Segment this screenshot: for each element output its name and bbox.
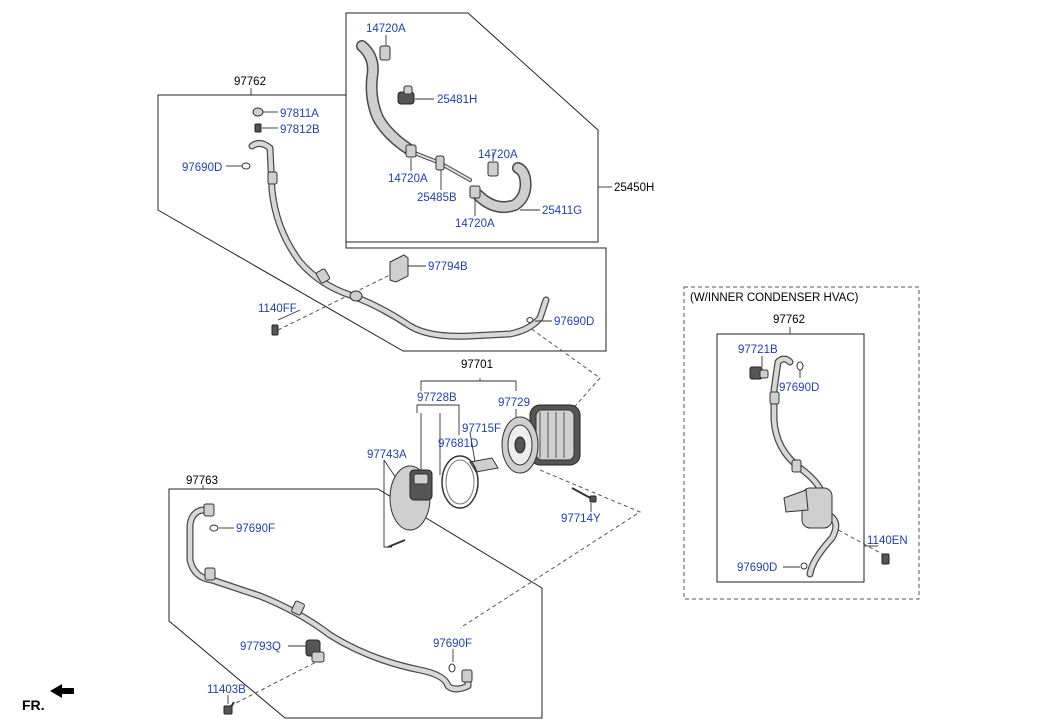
- clamp-14720a: [487, 161, 499, 177]
- label-14720a: 14720A: [388, 173, 428, 185]
- label-97721b: 97721B: [738, 344, 778, 356]
- label-14720a: 14720A: [455, 218, 495, 230]
- label-inner-condenser-title: (W/INNER CONDENSER HVAC): [690, 292, 859, 304]
- centerline: [525, 324, 601, 413]
- label-97762-right: 97762: [773, 314, 805, 326]
- label-97728b: 97728B: [417, 392, 457, 404]
- bolt-11403b: [223, 701, 235, 715]
- o-ring-97690d: [526, 317, 534, 323]
- pipe-97762-inner: [749, 355, 890, 578]
- label-25411g: 25411G: [542, 205, 582, 217]
- clamp-14720a: [469, 185, 481, 199]
- label-97690f: 97690F: [433, 638, 472, 650]
- label-97793q: 97793Q: [240, 641, 281, 653]
- label-97729: 97729: [498, 397, 530, 409]
- label-97715f: 97715F: [462, 423, 501, 435]
- sensor-97721b: [749, 366, 769, 380]
- label-97690d: 97690D: [779, 382, 819, 394]
- label-1140ff: 1140FF: [258, 303, 297, 315]
- leader: [383, 459, 397, 479]
- cover-97681d: [441, 455, 479, 509]
- label-97690d: 97690D: [182, 162, 222, 174]
- valve-core-97812b: [254, 123, 262, 133]
- label-97812b: 97812B: [280, 124, 320, 136]
- label-1140en: 1140EN: [867, 535, 908, 547]
- pipe-97763: [186, 503, 473, 693]
- receiver-drier: [783, 487, 833, 529]
- label-14720a: 14720A: [366, 23, 406, 35]
- bolt-97743a: [387, 539, 406, 548]
- label-14720a: 14720A: [478, 149, 518, 161]
- clamp-14720a: [405, 144, 417, 158]
- bracket-97794b: [389, 254, 409, 283]
- cap-97811a: [252, 107, 264, 117]
- pipe-97762: [241, 107, 550, 340]
- group-box-97762-right: [716, 333, 865, 583]
- label-fr: FR.: [22, 697, 45, 713]
- label-97681d: 97681D: [438, 438, 478, 450]
- label-25485b: 25485B: [417, 192, 457, 204]
- connector-25485b: [435, 155, 445, 171]
- label-25450h: 25450H: [614, 182, 654, 194]
- label-97701: 97701: [461, 359, 493, 371]
- bracket-97701: [420, 380, 517, 391]
- o-ring-97690d: [800, 562, 808, 570]
- centerline: [277, 267, 405, 331]
- leader: [469, 431, 476, 463]
- label-11403b: 11403B: [207, 684, 246, 696]
- sensor-97793q: [305, 639, 325, 663]
- compressor-97729: [501, 404, 581, 474]
- group-box-97763: [168, 488, 543, 719]
- valve-25481h: [397, 85, 415, 105]
- label-25481h: 25481H: [437, 94, 477, 106]
- label-97714y: 97714Y: [561, 513, 601, 525]
- hose-25450h: [356, 40, 532, 213]
- o-ring-97690f: [448, 663, 456, 673]
- label-97690d: 97690D: [554, 316, 594, 328]
- label-97794b: 97794B: [428, 261, 468, 273]
- bracket-97728b: [416, 404, 460, 413]
- bolt-97714y: [571, 487, 597, 503]
- centerline: [229, 659, 321, 707]
- label-97743a: 97743A: [367, 449, 407, 461]
- o-ring-97690d: [796, 361, 804, 371]
- fr-arrow-icon: [50, 684, 74, 698]
- label-97762-top: 97762: [234, 76, 266, 88]
- bolt-1140en: [881, 553, 890, 565]
- label-97763: 97763: [186, 475, 218, 487]
- label-97690f: 97690F: [236, 523, 275, 535]
- o-ring-97690f: [209, 524, 219, 532]
- o-ring-97690d: [241, 162, 251, 170]
- label-97690d: 97690D: [737, 562, 777, 574]
- label-97811a: 97811A: [280, 108, 319, 120]
- inverter-97728b: [389, 465, 433, 531]
- bolt-1140ff: [271, 324, 279, 336]
- group-box-inner-condenser: [683, 286, 920, 600]
- gasket-97715f: [469, 457, 499, 473]
- centerline: [819, 519, 887, 557]
- centerline: [459, 469, 642, 629]
- group-box-97762-top: [157, 94, 607, 352]
- clamp-14720a: [379, 45, 391, 61]
